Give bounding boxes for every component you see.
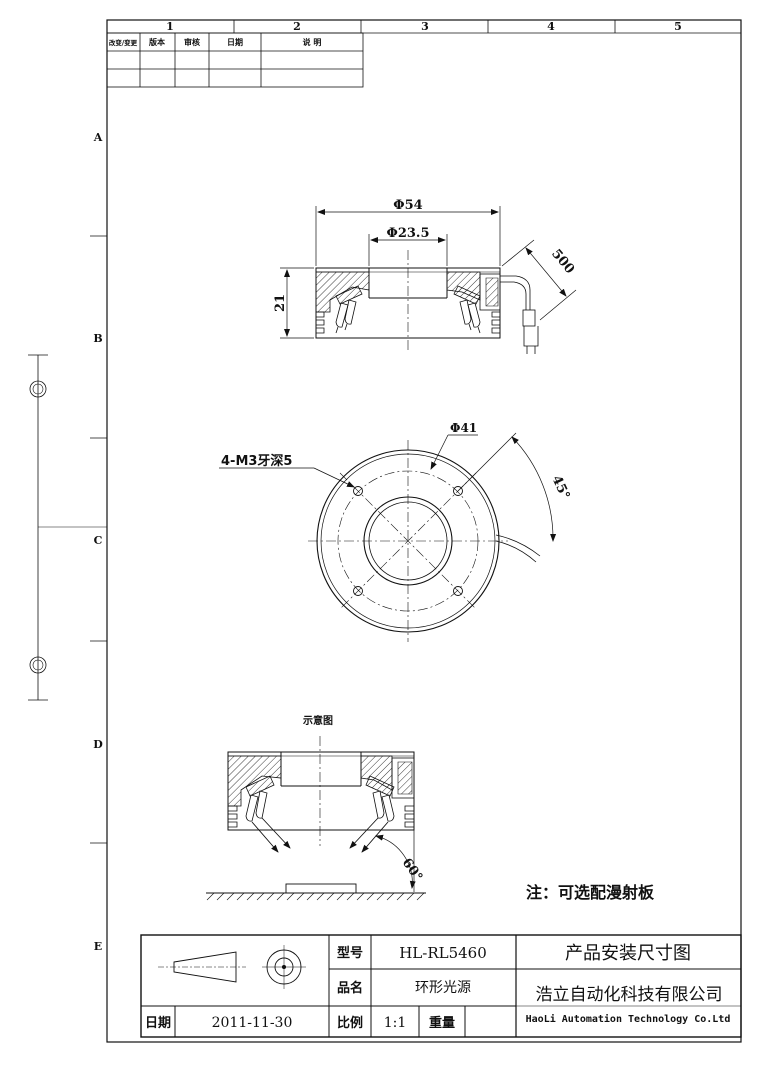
dim-height: 21 [273, 294, 288, 312]
row-letter-c: C [94, 534, 103, 547]
dim-outer-diameter: Φ54 [393, 198, 422, 213]
col-number-4: 4 [547, 20, 555, 33]
row-letter-b: B [93, 332, 102, 345]
scale-value: 1:1 [384, 1015, 407, 1031]
revision-table: 改变/变更 版本 审核 日期 说 明 [106, 32, 364, 88]
revision-header-change: 改变/变更 [109, 38, 138, 47]
title-block: 型号 HL-RL5460 产品安装尺寸图 品名 环形光源 浩立自动化科技有限公司… [140, 934, 742, 1038]
company-name-en: HaoLi Automation Technology Co.Ltd [526, 1013, 731, 1025]
drawing-frame [28, 19, 742, 1043]
scale-label: 比例 [337, 1015, 363, 1031]
row-letter-e: E [94, 940, 102, 953]
row-letters: A B C D E [93, 131, 104, 953]
weight-label: 重量 [429, 1015, 455, 1031]
projection-symbol-icon [158, 945, 306, 989]
revision-header-date: 日期 [227, 37, 243, 47]
column-numbers: 1 2 3 4 5 [166, 20, 682, 33]
row-letter-d: D [93, 738, 103, 751]
schematic-title: 示意图 [303, 714, 333, 727]
section-view: Φ54 Φ23.5 21 500 [273, 198, 577, 354]
company-name-cn: 浩立自动化科技有限公司 [536, 985, 723, 1005]
name-label: 品名 [337, 980, 363, 996]
revision-header-notes: 说 明 [303, 37, 322, 47]
date-label: 日期 [145, 1016, 171, 1031]
name-value: 环形光源 [415, 980, 471, 996]
col-number-5: 5 [674, 20, 682, 33]
dim-cable-length: 500 [548, 247, 577, 277]
diffuser-note: 注：可选配漫射板 [526, 883, 655, 902]
dim-inner-diameter: Φ23.5 [387, 226, 430, 241]
col-number-1: 1 [166, 20, 174, 33]
model-label: 型号 [337, 945, 363, 961]
drawing-title: 产品安装尺寸图 [565, 943, 691, 964]
dim-angle-60: 60° [399, 856, 425, 885]
date-value: 2011-11-30 [212, 1015, 293, 1031]
dim-pcd: Φ41 [450, 421, 477, 435]
dim-thread: 4-M3牙深5 [221, 453, 292, 469]
col-number-3: 3 [421, 20, 429, 33]
revision-header-review: 审核 [184, 37, 200, 47]
plan-view: 45° Φ41 4-M3牙深5 [219, 421, 572, 642]
schematic-view: 示意图 [206, 714, 426, 901]
row-letter-a: A [93, 131, 103, 144]
dim-angle-45: 45° [548, 473, 572, 502]
model-value: HL-RL5460 [399, 944, 487, 962]
col-number-2: 2 [293, 20, 301, 33]
revision-header-version: 版本 [148, 37, 165, 47]
